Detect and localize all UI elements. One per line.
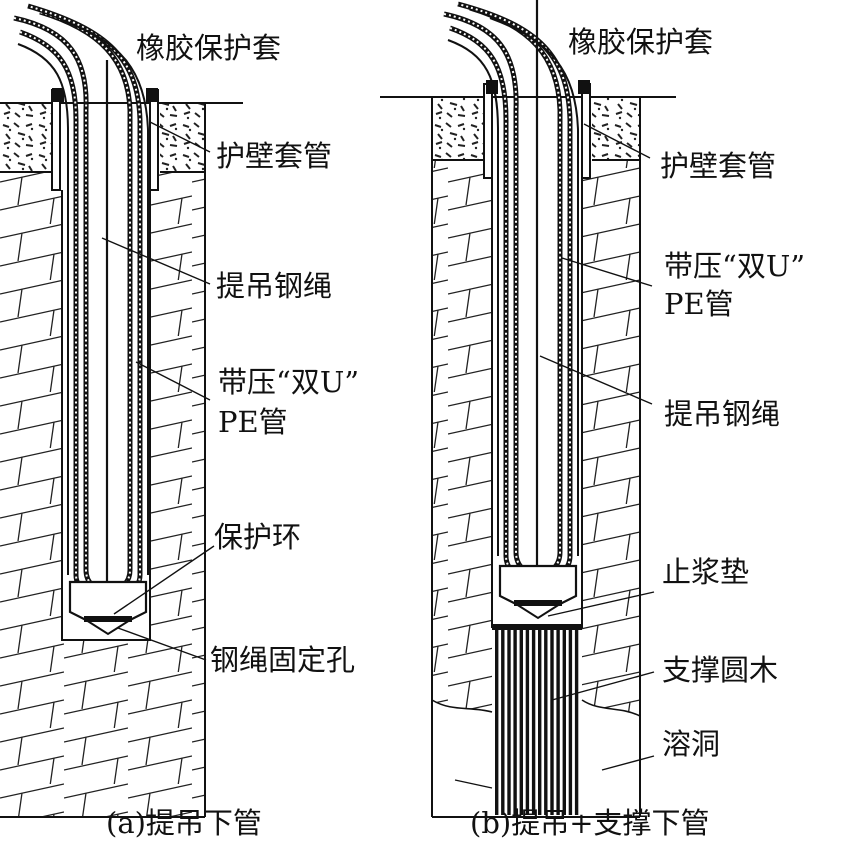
- panel-a-label-rope-hole: 钢绳固定孔: [210, 643, 355, 677]
- support-log: [574, 630, 579, 815]
- panel-a-casing: [51, 88, 159, 191]
- panel-b-label-steel-rope: 提吊钢绳: [664, 397, 780, 431]
- panel-b-rock-right: [582, 160, 640, 817]
- support-log: [525, 630, 530, 815]
- panel-b-label-pe-pipe-2: PE管: [664, 287, 734, 321]
- panel-b-casing: [483, 80, 591, 179]
- panel-a-leader-lines: [101, 121, 215, 661]
- panel-b-label-karst-cave: 溶洞: [662, 727, 720, 761]
- panel-b-leader-lines: [539, 123, 655, 771]
- support-log: [519, 630, 523, 815]
- panel-b-karst-cave: [492, 628, 582, 817]
- panel-a-label-protect-ring: 保护环: [214, 520, 301, 554]
- panel-b: 橡胶保护套 护壁套管 带压“双U” PE管 提吊钢绳 止浆垫 支撑圆木 溶洞 (…: [380, 0, 805, 840]
- panel-a-label-casing: 护壁套管: [216, 139, 332, 173]
- panel-a-label-pe-pipe-1: 带压“双U”: [218, 365, 359, 399]
- panel-a-label-steel-rope: 提吊钢绳: [216, 269, 332, 303]
- support-log: [507, 630, 511, 815]
- panel-a-soil-left: [0, 103, 52, 172]
- panel-a: 橡胶保护套 护壁套管 提吊钢绳 带压“双U” PE管 保护环 钢绳固定孔 (a)…: [0, 3, 359, 840]
- panel-b-rock-left: [432, 160, 492, 817]
- panel-b-soil-left: [432, 97, 484, 160]
- support-log: [495, 630, 499, 815]
- panel-a-label-rubber-sleeve: 橡胶保护套: [136, 31, 281, 65]
- panel-b-label-support-wood: 支撑圆木: [662, 653, 778, 687]
- panel-b-support-logs: [495, 630, 579, 815]
- panel-b-protect-ring: [498, 564, 578, 620]
- panel-b-borehole: [491, 178, 583, 628]
- support-log: [544, 630, 548, 815]
- panel-a-borehole: [61, 190, 151, 641]
- support-log: [513, 630, 517, 815]
- support-log: [556, 630, 560, 815]
- panel-b-label-grout-pad: 止浆垫: [662, 555, 749, 589]
- panel-b-label-pe-pipe-1: 带压“双U”: [664, 249, 805, 283]
- panel-b-label-casing: 护壁套管: [660, 149, 776, 183]
- support-log: [562, 630, 566, 815]
- support-log: [538, 630, 542, 815]
- panel-b-grout-pad: [492, 624, 582, 630]
- support-log: [568, 630, 573, 815]
- panel-a-rock-left: [0, 172, 62, 817]
- panel-a-rock-right: [150, 172, 205, 817]
- panel-b-soil-right: [592, 97, 640, 160]
- support-log: [501, 630, 505, 815]
- panel-a-label-pe-pipe-2: PE管: [218, 405, 288, 439]
- panel-a-caption: (a)提吊下管: [106, 806, 262, 840]
- panel-a-rock-bottom: [62, 640, 150, 817]
- support-log: [550, 630, 554, 815]
- panel-b-caption: (b)提吊+支撑下管: [470, 806, 710, 840]
- panel-a-protect-ring: [68, 580, 148, 636]
- support-log: [531, 630, 536, 815]
- panel-b-label-rubber-sleeve: 橡胶保护套: [568, 25, 713, 59]
